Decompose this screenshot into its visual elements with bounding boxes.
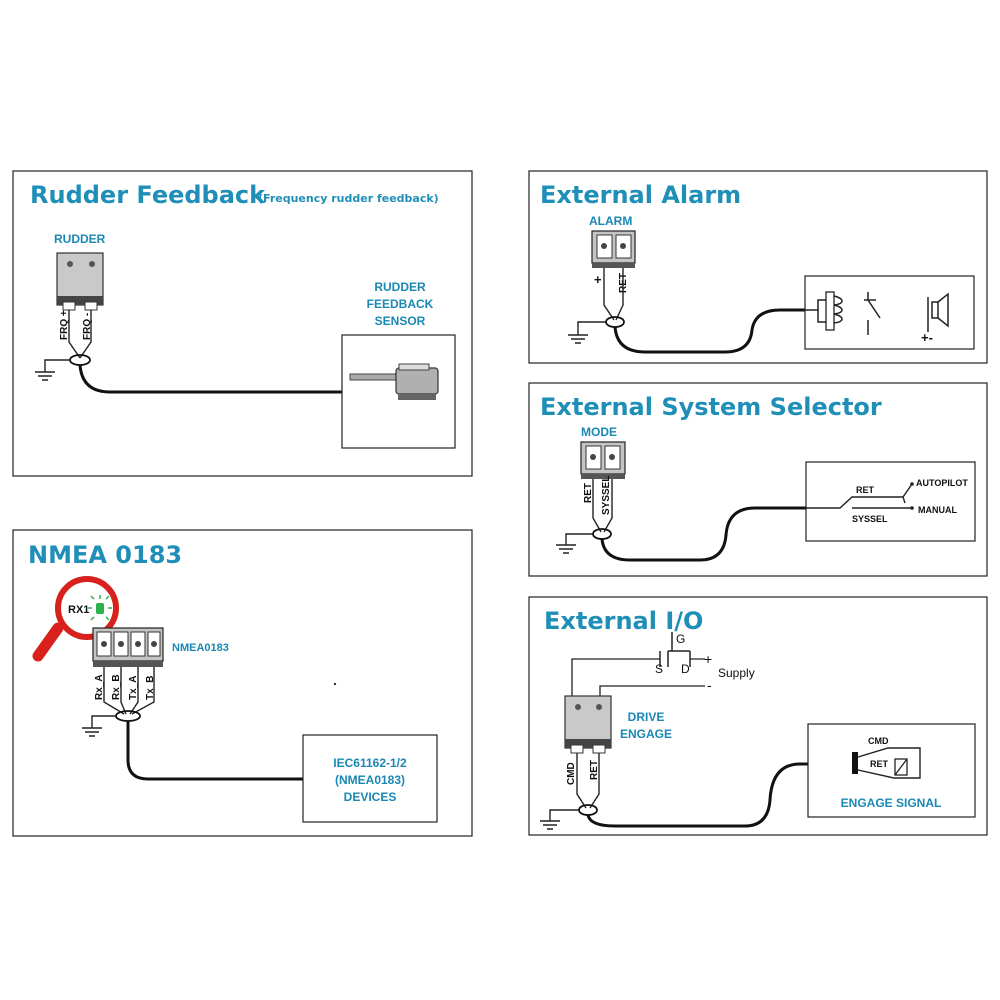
pin-rx-b: Rx_B (111, 674, 122, 700)
buzzer-polarity: +- (921, 330, 933, 345)
pin-tx-a: Tx_A (128, 676, 139, 700)
relay-coil-icon (805, 291, 881, 335)
panel-title: External System Selector (540, 393, 882, 421)
device-label-2: (NMEA0183) (335, 773, 405, 787)
drive-label-2: ENGAGE (620, 727, 672, 741)
panel-subtitle: (Frequency rudder feedback) (258, 192, 439, 205)
screw-icon (67, 261, 73, 267)
pin-ret: RET (583, 483, 594, 503)
magnifier-icon: RX1 (32, 576, 119, 662)
drive-label-1: DRIVE (628, 710, 665, 724)
engage-device-box (807, 723, 976, 818)
buzzer-icon (927, 292, 949, 332)
ground-icon (568, 334, 588, 344)
ground-icon (556, 544, 576, 554)
ground-icon (82, 727, 102, 737)
supply-minus: - (707, 677, 712, 693)
rudder-connector-label: RUDDER (54, 232, 106, 246)
panel-external-io: External I/O G S D + - Supply DRIVE ENGA… (528, 596, 988, 836)
led-icon (88, 595, 112, 621)
transistor-icon (571, 632, 705, 696)
alarm-cable (613, 308, 805, 354)
alarm-device-box (804, 275, 975, 350)
nmea-connector (92, 627, 164, 667)
alarm-connector-label: ALARM (589, 214, 632, 228)
screw-icon (151, 641, 157, 647)
selector-switch (806, 483, 913, 509)
screw-icon (590, 454, 596, 460)
drain-label: D (681, 662, 690, 676)
panel-title: Rudder Feedback (30, 181, 266, 209)
screw-icon (620, 243, 626, 249)
engage-ret-label: RET (870, 759, 889, 769)
pin-frq-plus: FRQ + (59, 310, 70, 340)
gate-label: G (676, 632, 685, 646)
led-label: RX1 (68, 604, 89, 616)
sensor-label-2: FEEDBACK (367, 297, 434, 311)
screw-icon (89, 261, 95, 267)
pin-frq-minus: FRQ - (82, 313, 93, 340)
selector-syssel-label: SYSSEL (852, 514, 888, 524)
selector-cable (600, 506, 806, 562)
screw-icon (596, 704, 602, 710)
device-label-3: DEVICES (344, 790, 397, 804)
panel-title: External Alarm (540, 181, 741, 209)
alarm-connector (591, 230, 636, 268)
screw-icon (135, 641, 141, 647)
screw-icon (575, 704, 581, 710)
rudder-cable (78, 364, 342, 394)
sensor-label-3: SENSOR (375, 314, 426, 328)
selector-device-box (805, 461, 976, 542)
panel-title: NMEA 0183 (28, 541, 182, 569)
pin-plus: + (594, 272, 602, 287)
rudder-sensor-icon (349, 363, 439, 400)
screw-icon (609, 454, 615, 460)
panel-external-alarm: External Alarm ALARM + RET (528, 170, 988, 364)
device-label-1: IEC61162-1/2 (333, 756, 407, 770)
relay-icon (852, 747, 921, 779)
source-label: S (655, 662, 663, 676)
ground-icon (540, 820, 560, 830)
supply-label: Supply (718, 666, 755, 680)
pin-cmd: CMD (566, 762, 577, 785)
pin-syssel: SYSSEL (601, 476, 612, 515)
supply-plus: + (704, 651, 712, 667)
mode-connector-label: MODE (581, 425, 617, 439)
panel-external-system-selector: External System Selector MODE RET SYSSEL… (528, 382, 988, 577)
selector-ret-label: RET (856, 485, 875, 495)
autopilot-label: AUTOPILOT (916, 478, 968, 488)
engage-cmd-label: CMD (868, 736, 889, 746)
engage-signal-label: ENGAGE SIGNAL (841, 796, 942, 810)
ground-icon (35, 371, 55, 381)
drive-engage-connector (564, 695, 612, 754)
io-cable (586, 762, 852, 828)
devices-box (302, 734, 438, 823)
screw-icon (101, 641, 107, 647)
pin-tx-b: Tx_B (145, 676, 156, 700)
panel-title: External I/O (544, 607, 703, 635)
panel-nmea-0183: NMEA 0183 RX1 (12, 529, 473, 837)
pin-rx-a: Rx_A (94, 674, 105, 700)
sensor-label-1: RUDDER (374, 280, 426, 294)
nmea-connector-label: NMEA0183 (172, 642, 229, 654)
manual-label: MANUAL (918, 505, 957, 515)
rudder-connector (56, 252, 104, 311)
mode-connector (580, 441, 626, 479)
nmea-cable (126, 721, 303, 781)
panel-rudder-feedback: Rudder Feedback (Frequency rudder feedba… (12, 170, 473, 477)
screw-icon (118, 641, 124, 647)
pin-ret: RET (589, 760, 600, 780)
screw-icon (601, 243, 607, 249)
